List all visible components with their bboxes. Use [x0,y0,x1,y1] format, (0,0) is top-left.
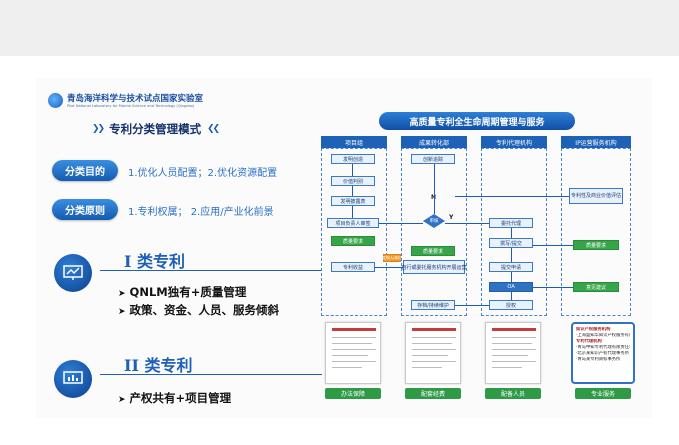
flow-node: 质量要求 [331,236,375,246]
service-agencies-box: 知识产权服务机构 ·上海盛知华知识产权服务有限公司 专利代理机构 ·青岛中知专利… [571,322,635,384]
principle-pill: 分类原则 [52,199,118,220]
bottom-label: 配备人员 [485,388,541,399]
list-item: ➤产权共有+项目管理 [118,391,232,405]
flow-node: 质量要求 [573,240,619,250]
flow-node: 委托代理 [489,218,533,228]
connector [511,272,512,282]
decision-yes: Y [449,214,454,221]
flow-node: 价值判别 [331,176,375,186]
swimlane [481,148,547,316]
purpose-text: 1.优化人员配置；2.优化资源配置 [128,168,278,179]
lifecycle-flowchart: 高质量专利全生命周期管理与服务 项目组 成果转化部 专利代理机构 IP运营服务机… [319,110,637,410]
bottom-label: 办法保障 [325,388,381,399]
mode-title: 专利分类管理模式 [109,122,202,136]
category2-title: II 类专利 [124,356,193,375]
connector [352,164,353,176]
principle-text: 1.专利权属； 2.应用/产业化前景 [128,207,274,218]
mode-header: ❯❯ 专利分类管理模式 ❮❮ [92,121,220,137]
flow-node: 发明创造 [331,154,375,164]
flow-node: 撰写/提交 [489,238,533,248]
connector [352,186,353,196]
divider [100,374,322,375]
institution-name: 青岛海洋科学与技术试点国家实验室 [67,94,204,104]
column-header: 项目组 [321,136,387,148]
institution-name-en: Pilot National Laboratory for Marine Sci… [67,104,195,108]
flow-node: 提交申请 [489,262,533,272]
connector [445,223,489,224]
bottom-label: 专业服务 [575,388,631,399]
column-header: IP运营服务机构 [561,136,631,148]
document-thumbnail [485,322,541,384]
chevron-right-icon: ❯❯ [92,124,105,134]
flow-node: 自行或委托服务机构开展运营 [402,260,467,274]
column-header: 专利代理机构 [481,136,547,148]
connector [455,305,489,306]
top-bar [0,0,679,56]
swimlane [401,148,467,316]
connector [352,206,353,218]
swimlane [321,148,387,316]
flow-node: 创新追踪 [411,154,455,164]
decision-no: N [431,194,436,201]
purpose-pill: 分类目的 [52,160,118,181]
connector [511,248,512,262]
flow-node: OA [489,282,533,292]
list-item: ➤政策、资金、人员、服务倾斜 [118,303,280,317]
flow-node: 授权 [489,300,533,310]
flow-node: 专利收益 [331,262,375,272]
chevron-left-icon: ❮❮ [207,124,220,134]
document-thumbnail [325,322,381,384]
connector [375,267,403,268]
swimlane [561,148,631,316]
connector [511,228,512,238]
flow-node: 专利性及商业价值评估 [569,188,623,204]
flow-node: 发明披露表 [331,196,375,206]
slide-image: 青岛海洋科学与技术试点国家实验室 Pilot National Laborato… [36,78,652,418]
flow-node: 存档/持续维护 [411,300,455,310]
document-thumbnail [405,322,461,384]
divider [100,270,322,271]
flow-node: 项目负责人审签 [327,218,379,228]
connector [511,292,512,300]
flow-node: 质量要求 [411,246,455,256]
category1-title: I 类专利 [124,252,186,271]
connector [533,245,573,246]
bottom-label: 配套经费 [405,388,461,399]
flowchart-title: 高质量专利全生命周期管理与服务 [379,112,575,130]
column-header: 成果转化部 [401,136,467,148]
connector [455,196,569,197]
presentation-icon [54,360,92,398]
institution-logo-icon [48,93,63,108]
connector [379,223,423,224]
connector [533,287,573,288]
list-item: ➤QNLM独有+质量管理 [118,285,247,299]
decision-node: 审核 [423,214,445,228]
connector [434,164,435,214]
flow-node: 意见建议 [573,282,619,292]
flow-node: 发明人/单位 [382,254,402,262]
chart-icon [54,254,92,292]
